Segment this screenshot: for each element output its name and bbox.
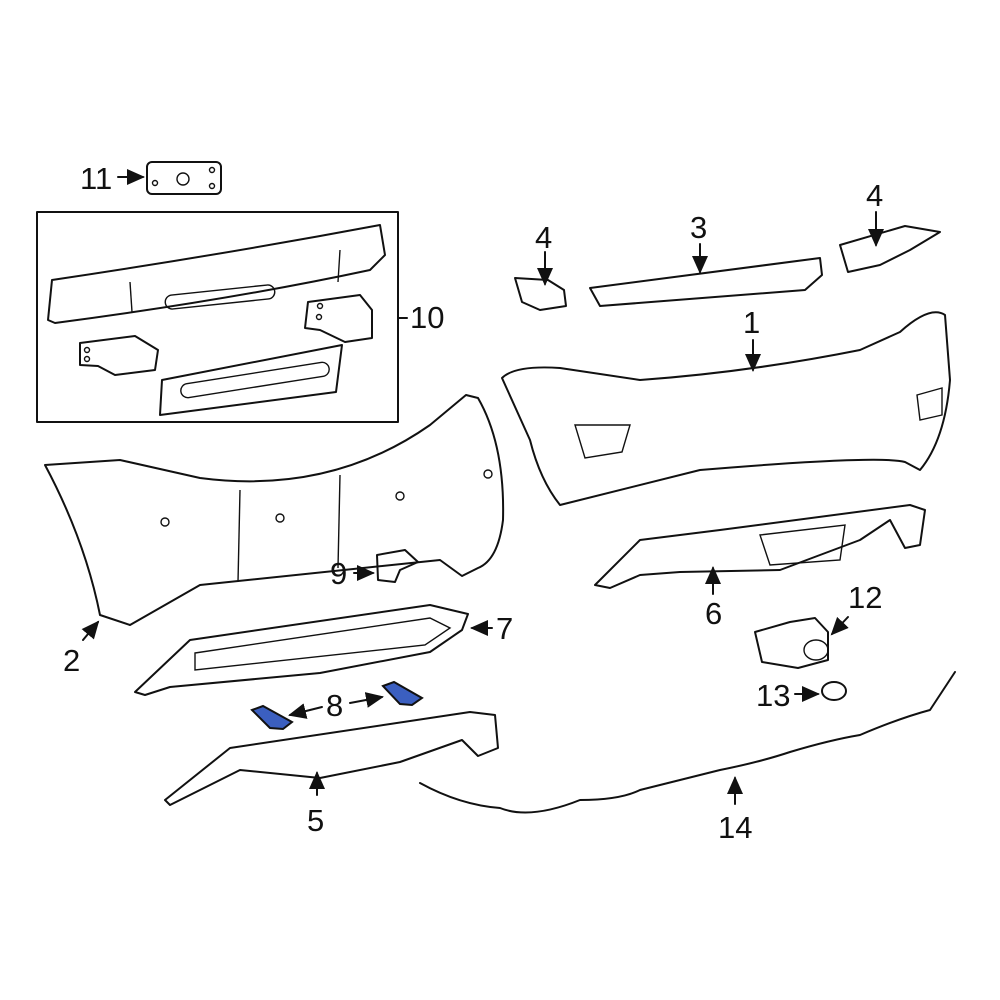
callout-9: 9: [330, 556, 348, 591]
bumper-clip: [376, 549, 419, 583]
lower-valance: [164, 711, 499, 806]
bumper-bracket-right: [304, 294, 373, 343]
license-plate-bracket: [146, 161, 222, 195]
callout-7: 7: [496, 611, 514, 646]
reinforcement-kit-box: [36, 211, 399, 423]
callout-14: 14: [718, 810, 753, 845]
bumper-cover-painted: [501, 311, 951, 506]
callout-8: 8: [326, 688, 344, 723]
park-assist-sensor: [754, 617, 829, 669]
center-support: [589, 257, 823, 307]
callout-1: 1: [743, 305, 761, 340]
callout-10: 10: [410, 300, 445, 335]
impact-bar: [47, 224, 386, 324]
side-bracket-right: [839, 225, 941, 273]
callout-3: 3: [690, 210, 708, 245]
reinforcement-plate: [159, 344, 343, 416]
side-bracket-left: [514, 277, 567, 311]
callout-13: 13: [756, 678, 791, 713]
callout-4-right: 4: [866, 178, 884, 213]
callout-6: 6: [705, 596, 723, 631]
step-pad: [134, 604, 469, 696]
callout-5: 5: [307, 803, 325, 838]
sensor-retainer: [821, 681, 847, 701]
callout-11: 11: [80, 161, 113, 196]
diffuser-upper: [594, 504, 926, 589]
callout-4-left: 4: [535, 220, 553, 255]
bumper-bracket-left: [79, 335, 159, 376]
callout-2: 2: [63, 643, 81, 678]
bracket-left-highlighted: [250, 704, 294, 731]
callout-12: 12: [848, 580, 883, 615]
wiring-harness: [419, 671, 956, 814]
bracket-right-highlighted: [381, 680, 424, 707]
bumper-shell: [44, 394, 505, 626]
